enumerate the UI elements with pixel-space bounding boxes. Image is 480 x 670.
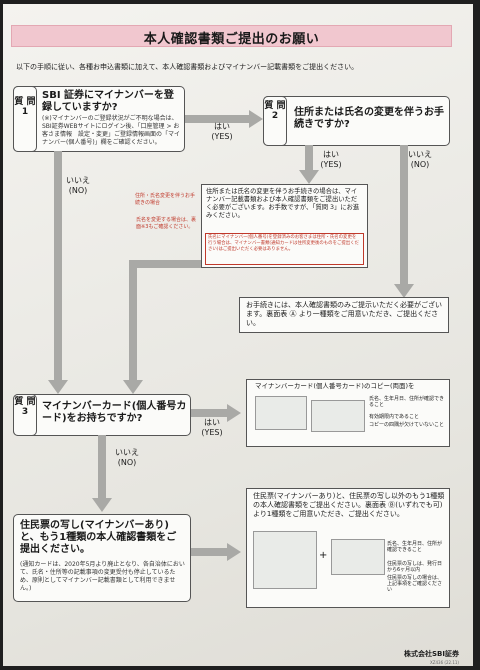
resident-record-note: (通知カードは、2020年5月より廃止となり、各自治体において、氏名・住所等の記…: [20, 561, 185, 592]
mynumber-check-1: 氏名、生年月日、住所が確認できること: [369, 396, 445, 408]
resident-record-heading: 住民票の写し(マイナンバーあり)と、もう1種類の本人確認書類をご提出ください。: [20, 520, 177, 555]
label-no-1: いいえ(NO): [66, 176, 90, 195]
question-2-box: 質 問 2 住所または氏名の変更を伴うお手続きですか?: [263, 96, 450, 146]
mynumber-check-2: 有効期限内であること: [369, 414, 419, 420]
question-1-box: 質 問 1 SBI 証券にマイナンバーを登録していますか? (※)マイナンバーの…: [13, 86, 185, 152]
mynumber-card-box: マイナンバーカード(個人番号カード)のコピー(両面)を 氏名、生年月日、住所が確…: [246, 379, 450, 447]
mynumber-check-3: コピーの四隅が欠けていないこと: [369, 422, 445, 428]
final-documents-text: 住民票(マイナンバーあり)と、住民票の写し以外のもう1種類の本人確認書類をご提出…: [253, 492, 445, 518]
question-3-box: 質 問 3 マイナンバーカード(個人番号カード)をお持ちですか?: [13, 394, 191, 436]
id-card-image: [331, 539, 385, 575]
question-3-heading: マイナンバーカード(個人番号カード)をお持ちですか?: [42, 401, 187, 424]
mynumber-card-back-image: [311, 400, 365, 432]
arrow-head-q2-yes: [299, 170, 319, 184]
arrow-yes-q3: [191, 409, 229, 417]
arrow-yes-q1: [185, 115, 251, 123]
label-no-3: いいえ(NO): [115, 448, 139, 467]
red-label-name: 氏名を変更する場合は、裏面※3もご確認ください。: [136, 217, 197, 230]
label-yes-3: はい(YES): [201, 418, 223, 437]
question-2-tag: 質 問 2: [263, 96, 287, 146]
mynumber-card-front-image: [255, 396, 307, 430]
final-check-2: 住民票の写しは、発行日から6ヶ月以内: [387, 561, 443, 573]
arrow-head-q2-no: [394, 284, 414, 298]
label-yes-1: はい(YES): [211, 122, 233, 141]
arrow-no-q2: [400, 145, 408, 288]
company-name: 株式会社SBI証券: [404, 650, 459, 658]
change-notice-red-text: 氏名にマイナンバー(個人番号)を登録済みのお客さまは住所・氏名の変更を行う場合は…: [208, 235, 359, 252]
question-3-tag: 質 問 3: [13, 394, 37, 436]
arrow-yes-q2: [305, 145, 313, 173]
final-check-1: 氏名、生年月日、住所が確認できること: [387, 541, 443, 553]
document-page: 本人確認書類ご提出のお願い 以下の手順に従い、各種お申込書類に加えて、本人確認書…: [3, 4, 473, 666]
title-bar: 本人確認書類ご提出のお願い: [11, 25, 452, 47]
arrow-head-final: [227, 543, 241, 561]
arrow-change-down: [129, 260, 137, 382]
arrow-no-q3: [98, 435, 106, 501]
final-documents-box: 住民票(マイナンバーあり)と、住民票の写し以外のもう1種類の本人確認書類をご提出…: [246, 488, 450, 608]
arrow-head-change: [123, 380, 143, 394]
question-1-tag: 質 問 1: [13, 86, 37, 152]
red-label-change: 住所・氏名変更を伴うお手続きの場合: [135, 193, 196, 206]
change-notice-box: 住所または氏名の変更を伴うお手続きの場合は、マイナンバー記載書類および本人確認書…: [201, 184, 368, 268]
arrow-resident-to-final: [191, 548, 229, 556]
resident-certificate-image: [253, 531, 317, 589]
id-only-box: お手続きには、本人確認書類のみご提示いただく必要がございます。裏面表 Ⓐ より一…: [239, 297, 449, 333]
label-no-2: いいえ(NO): [408, 150, 432, 169]
arrow-head-q1-no: [48, 380, 68, 394]
page-title: 本人確認書類ご提出のお願い: [143, 32, 320, 47]
arrow-head-q3-yes: [227, 404, 241, 422]
plus-sign: +: [319, 550, 328, 561]
arrow-change-to-q3: [129, 260, 201, 268]
id-only-text: お手続きには、本人確認書類のみご提示いただく必要がございます。裏面表 Ⓐ より一…: [246, 301, 442, 327]
question-1-note: (※)マイナンバーのご登録状況がご不明な場合は、SBI証券WEBサイトにログイン…: [42, 115, 181, 146]
change-notice-red-box: 氏名にマイナンバー(個人番号)を登録済みのお客さまは住所・氏名の変更を行う場合は…: [205, 233, 364, 265]
final-check-3: 住民票の写しの場合は、上記事項をご確認ください: [387, 575, 443, 593]
document-code: XZ436 (22.11): [430, 660, 459, 665]
question-1-heading: SBI 証券にマイナンバーを登録していますか?: [42, 90, 174, 113]
question-2-heading: 住所または氏名の変更を伴うお手続きですか?: [294, 107, 444, 130]
change-notice-text: 住所または氏名の変更を伴うお手続きの場合は、マイナンバー記載書類および本人確認書…: [206, 188, 360, 219]
arrow-head-q3-no: [92, 498, 112, 512]
resident-record-box: 住民票の写し(マイナンバーあり)と、もう1種類の本人確認書類をご提出ください。 …: [13, 514, 191, 602]
intro-text: 以下の手順に従い、各種お申込書類に加えて、本人確認書類およびマイナンバー記載書類…: [16, 63, 359, 71]
arrow-no-q1: [54, 151, 62, 383]
label-yes-2: はい(YES): [320, 150, 342, 169]
mynumber-card-text: マイナンバーカード(個人番号カード)のコピー(両面)を: [255, 382, 415, 390]
arrow-head-q1-yes: [249, 110, 263, 128]
